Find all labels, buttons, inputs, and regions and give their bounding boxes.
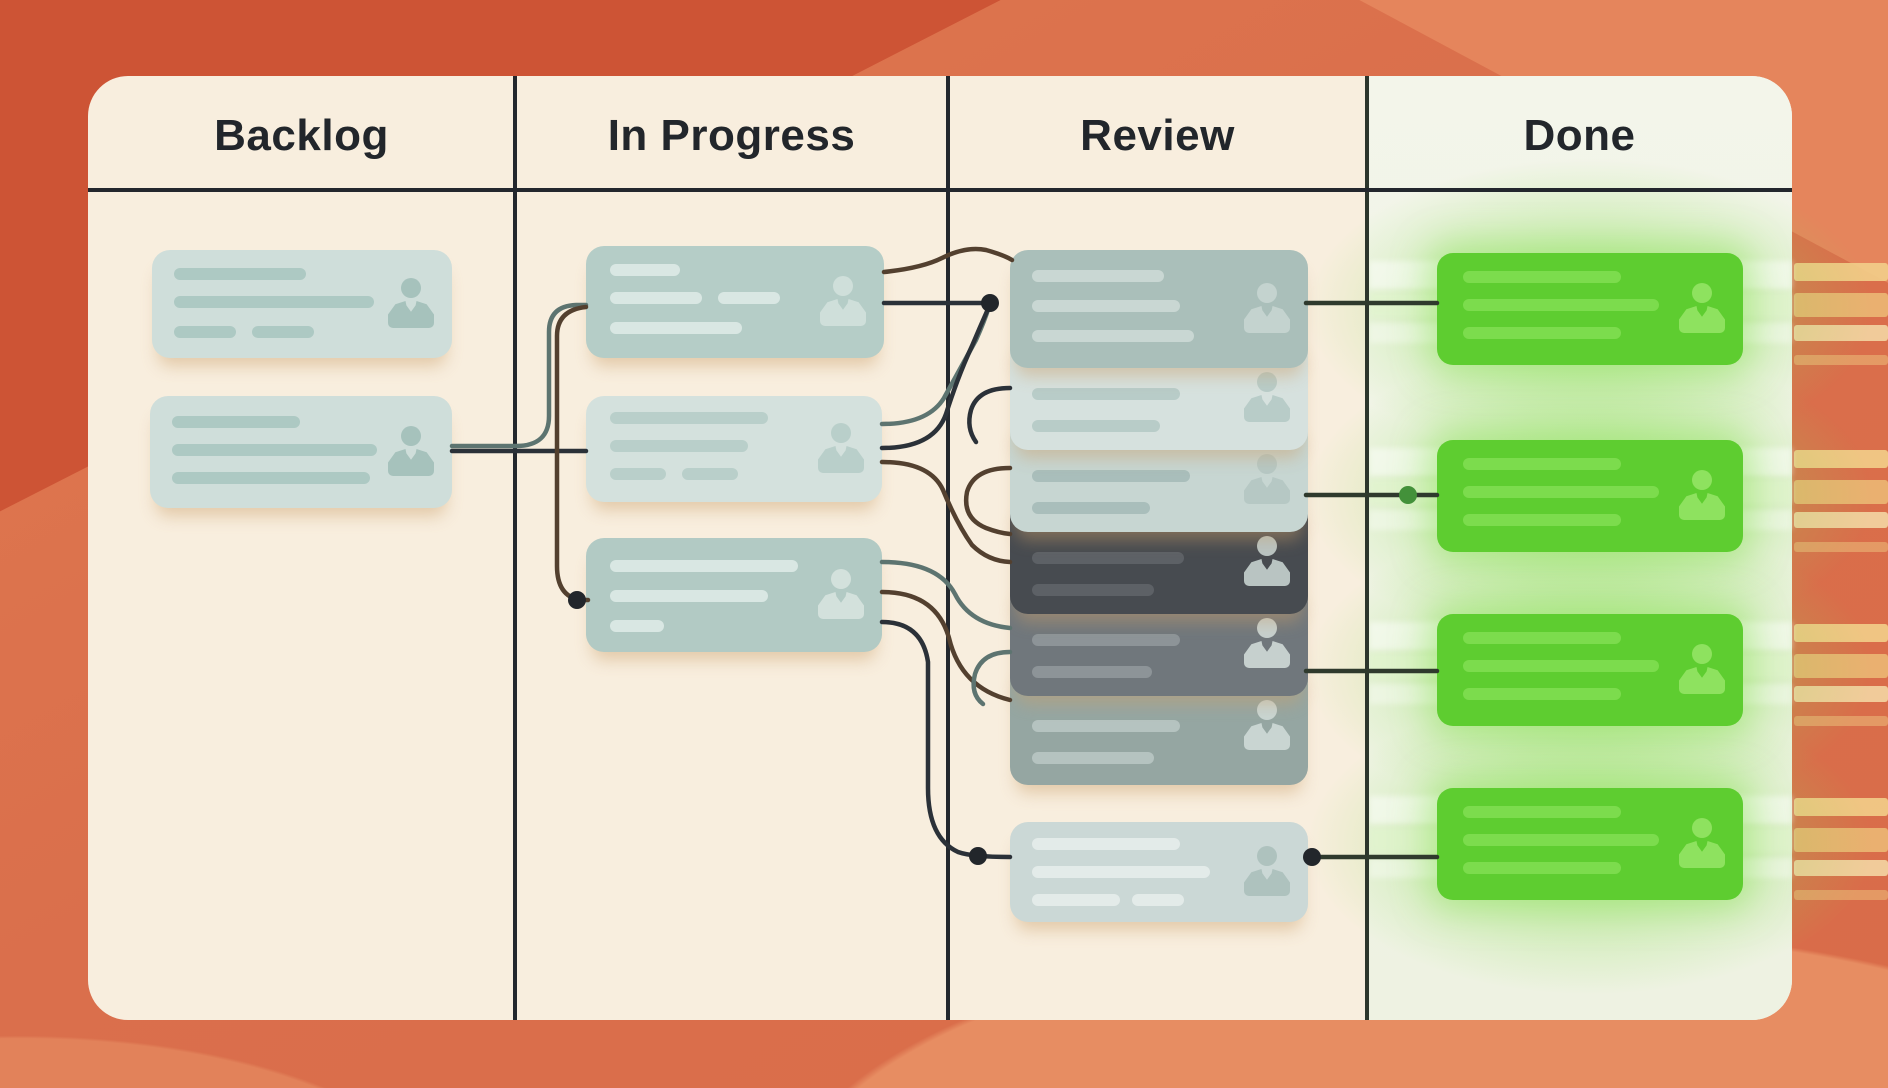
assignee-avatar-icon [1679,644,1725,696]
text-line-placeholder [1032,634,1180,646]
assignee-avatar-icon [1244,283,1290,335]
assignee-avatar-icon [818,423,864,475]
inprogress-card-3[interactable] [586,538,882,652]
text-line-placeholder [1463,688,1621,700]
text-line-placeholder [610,560,798,572]
assignee-avatar-icon [1244,700,1290,752]
text-line-placeholder [610,264,680,276]
done-card-1[interactable] [1437,253,1743,365]
text-line-placeholder [1463,660,1659,672]
text-line-placeholder [172,416,300,428]
text-line-placeholder [610,468,666,480]
header-underline [88,188,1792,192]
assignee-avatar-icon [820,276,866,328]
text-line-placeholder [1032,866,1210,878]
backlog-card-2[interactable] [150,396,452,508]
text-line-placeholder [1032,388,1180,400]
text-line-placeholder [1032,330,1194,342]
text-line-placeholder [1463,486,1659,498]
text-line-placeholder [172,472,370,484]
assignee-avatar-icon [1244,454,1290,506]
text-line-placeholder [1032,894,1120,906]
text-line-placeholder [1032,420,1160,432]
text-line-placeholder [1463,299,1659,311]
text-line-placeholder [1032,666,1152,678]
assignee-avatar-icon [1679,470,1725,522]
column-divider [946,76,950,1020]
text-line-placeholder [610,440,748,452]
assignee-avatar-icon [1244,536,1290,588]
text-line-placeholder [172,444,377,456]
text-line-placeholder [718,292,780,304]
text-line-placeholder [610,412,768,424]
column-divider [513,76,517,1020]
assignee-avatar-icon [1679,283,1725,335]
done-card-2[interactable] [1437,440,1743,552]
text-line-placeholder [1032,752,1154,764]
done-card-3[interactable] [1437,614,1743,726]
text-line-placeholder [1463,862,1621,874]
text-line-placeholder [1463,327,1621,339]
text-line-placeholder [610,590,768,602]
text-line-placeholder [1032,720,1180,732]
text-line-placeholder [1463,834,1659,846]
text-line-placeholder [610,620,664,632]
text-line-placeholder [610,292,702,304]
text-line-placeholder [1032,552,1184,564]
column-header-backlog: Backlog [214,111,389,160]
text-line-placeholder [174,296,374,308]
assignee-avatar-icon [1244,846,1290,898]
column-header-in-progress: In Progress [607,111,856,160]
inprogress-card-2[interactable] [586,396,882,502]
column-header-done: Done [1523,111,1636,160]
assignee-avatar-icon [818,569,864,621]
assignee-avatar-icon [1244,372,1290,424]
text-line-placeholder [1032,838,1180,850]
assignee-avatar-icon [1244,618,1290,670]
text-line-placeholder [1132,894,1184,906]
assignee-avatar-icon [1679,818,1725,870]
text-line-placeholder [1463,514,1621,526]
text-line-placeholder [1463,458,1621,470]
text-line-placeholder [174,326,236,338]
text-line-placeholder [1032,270,1164,282]
text-line-placeholder [1032,584,1154,596]
text-line-placeholder [174,268,306,280]
text-line-placeholder [252,326,314,338]
text-line-placeholder [1463,271,1621,283]
assignee-avatar-icon [388,278,434,330]
column-divider-done [1365,76,1369,1020]
text-line-placeholder [1032,502,1150,514]
text-line-placeholder [1463,632,1621,644]
text-line-placeholder [682,468,738,480]
text-line-placeholder [1032,470,1190,482]
text-line-placeholder [610,322,742,334]
assignee-avatar-icon [388,426,434,478]
text-line-placeholder [1032,300,1180,312]
text-line-placeholder [1463,806,1621,818]
review-card-7[interactable] [1010,822,1308,922]
done-card-4[interactable] [1437,788,1743,900]
backlog-card-1[interactable] [152,250,452,358]
column-header-review: Review [1080,111,1235,160]
review-card-1[interactable] [1010,250,1308,368]
inprogress-card-1[interactable] [586,246,884,358]
